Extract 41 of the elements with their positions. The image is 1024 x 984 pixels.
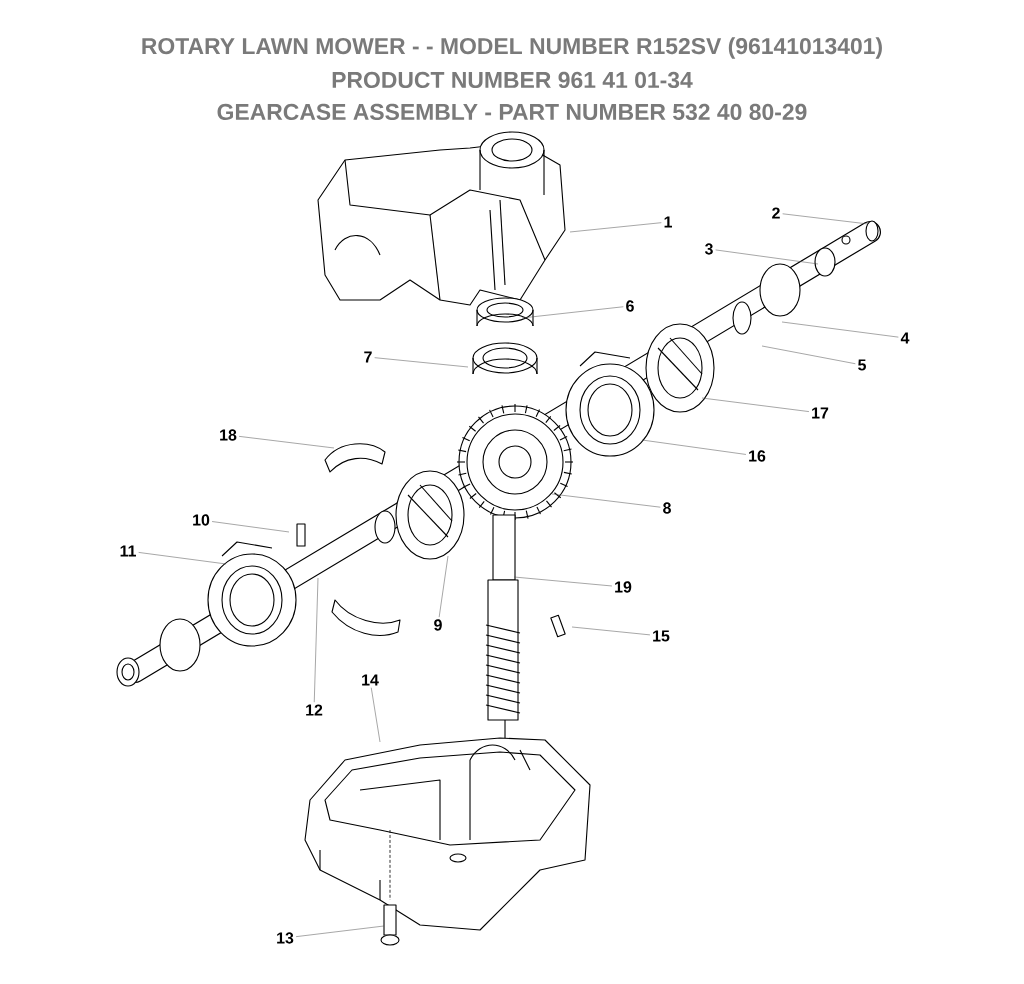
callout-number: 12 bbox=[306, 704, 323, 716]
leader-line bbox=[701, 397, 810, 412]
callout-number: 15 bbox=[653, 630, 670, 642]
leader-line bbox=[761, 345, 856, 364]
leader-line bbox=[551, 493, 661, 508]
callout-number: 2 bbox=[772, 207, 780, 219]
leader-line bbox=[371, 687, 381, 743]
leader-line bbox=[138, 552, 227, 565]
callout-number: 11 bbox=[120, 545, 136, 557]
callout-number: 19 bbox=[615, 581, 632, 593]
leader-line bbox=[295, 925, 385, 937]
callout-number: 14 bbox=[362, 674, 379, 686]
leader-line bbox=[715, 249, 819, 265]
subtitle: PRODUCT NUMBER 961 41 01-34 bbox=[332, 71, 693, 89]
callout-number: 17 bbox=[812, 407, 829, 419]
title: ROTARY LAWN MOWER - - MODEL NUMBER R152SV (96141013401) bbox=[142, 37, 882, 59]
callout-number: 13 bbox=[277, 932, 294, 944]
callout-number: 7 bbox=[364, 351, 372, 363]
leader-line bbox=[314, 577, 319, 703]
callout-number: 5 bbox=[858, 359, 866, 371]
callout-number: 3 bbox=[704, 243, 713, 255]
leader-line bbox=[521, 306, 624, 319]
leader-line bbox=[569, 222, 662, 233]
leader-line bbox=[211, 521, 290, 533]
callout-number: 8 bbox=[663, 502, 671, 514]
callout-number: 18 bbox=[220, 429, 237, 441]
leader-line bbox=[238, 436, 335, 449]
callout-number: 9 bbox=[434, 619, 442, 631]
callout-number: 16 bbox=[749, 450, 766, 462]
leader-line bbox=[782, 213, 869, 225]
subtitle: GEARCASE ASSEMBLY - PART NUMBER 532 40 80-29 bbox=[217, 103, 807, 121]
callout-number: 10 bbox=[193, 514, 210, 526]
leader-line bbox=[571, 626, 651, 636]
callout-number: 6 bbox=[626, 300, 634, 312]
leader-line bbox=[641, 439, 747, 455]
leader-line bbox=[513, 576, 613, 587]
callout-number: 4 bbox=[900, 332, 910, 344]
leader-line bbox=[374, 357, 469, 368]
leader-line bbox=[781, 321, 899, 338]
leader-line bbox=[438, 555, 449, 618]
callout-number: 1 bbox=[664, 216, 672, 228]
